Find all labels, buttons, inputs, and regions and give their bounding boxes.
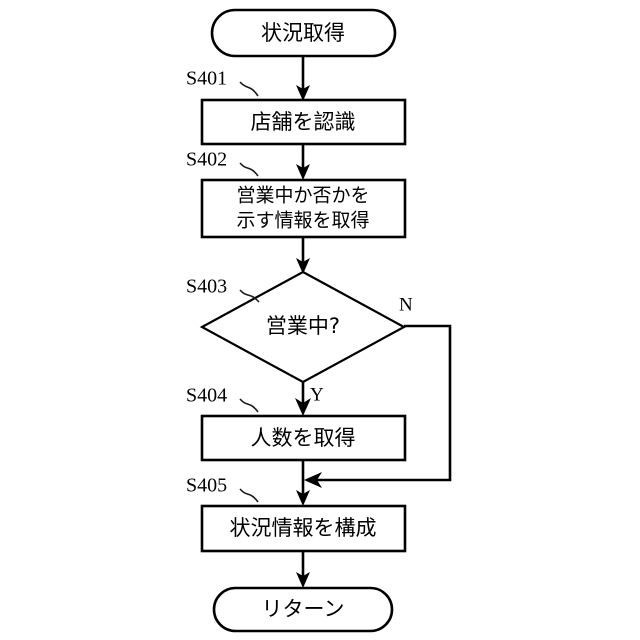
step-label-s402-group: S402 — [186, 149, 259, 177]
branch-label-no: N — [399, 294, 413, 315]
node-s403[interactable]: 営業中? — [199, 270, 407, 384]
node-s401-label: 店舗を認識 — [251, 110, 356, 134]
step-label-s404: S404 — [186, 385, 227, 407]
connector-s401-to-s402 — [296, 144, 310, 180]
node-s402-label-line2: 示す情報を取得 — [236, 210, 369, 232]
step-label-s403-group: S403 — [186, 276, 260, 303]
node-s404[interactable]: 人数を取得 — [200, 414, 407, 462]
node-s404-label: 人数を取得 — [251, 426, 356, 450]
node-s405[interactable]: 状況情報を構成 — [200, 504, 407, 553]
connector-s403-yes-to-s404 — [295, 382, 311, 416]
step-label-s402: S402 — [186, 149, 227, 171]
connector-s402-to-s403 — [296, 237, 310, 274]
node-end[interactable]: リターン — [212, 586, 394, 633]
connector-s403-no-bypass — [304, 324, 452, 488]
node-s403-label: 営業中? — [266, 314, 340, 338]
connector-start-to-s401 — [296, 55, 310, 101]
step-label-s404-group: S404 — [186, 385, 259, 413]
node-s402-label-line1: 営業中か否かを — [236, 185, 369, 207]
node-s401[interactable]: 店舗を認識 — [200, 98, 407, 146]
connector-s405-to-end — [296, 551, 310, 588]
step-label-s405: S405 — [186, 475, 227, 497]
node-s405-label: 状況情報を構成 — [230, 516, 377, 540]
step-label-s401-group: S401 — [186, 68, 259, 97]
node-start-label: 状況取得 — [261, 21, 345, 45]
step-label-s403: S403 — [186, 276, 227, 298]
branch-label-yes: Y — [310, 384, 324, 405]
node-s402[interactable]: 営業中か否かを 示す情報を取得 — [200, 178, 407, 239]
node-end-label: リターン — [262, 597, 345, 621]
step-label-s405-group: S405 — [186, 475, 259, 503]
connector-s404-to-s405 — [296, 460, 310, 506]
step-label-s401: S401 — [186, 68, 227, 90]
node-start[interactable]: 状況取得 — [210, 8, 397, 58]
